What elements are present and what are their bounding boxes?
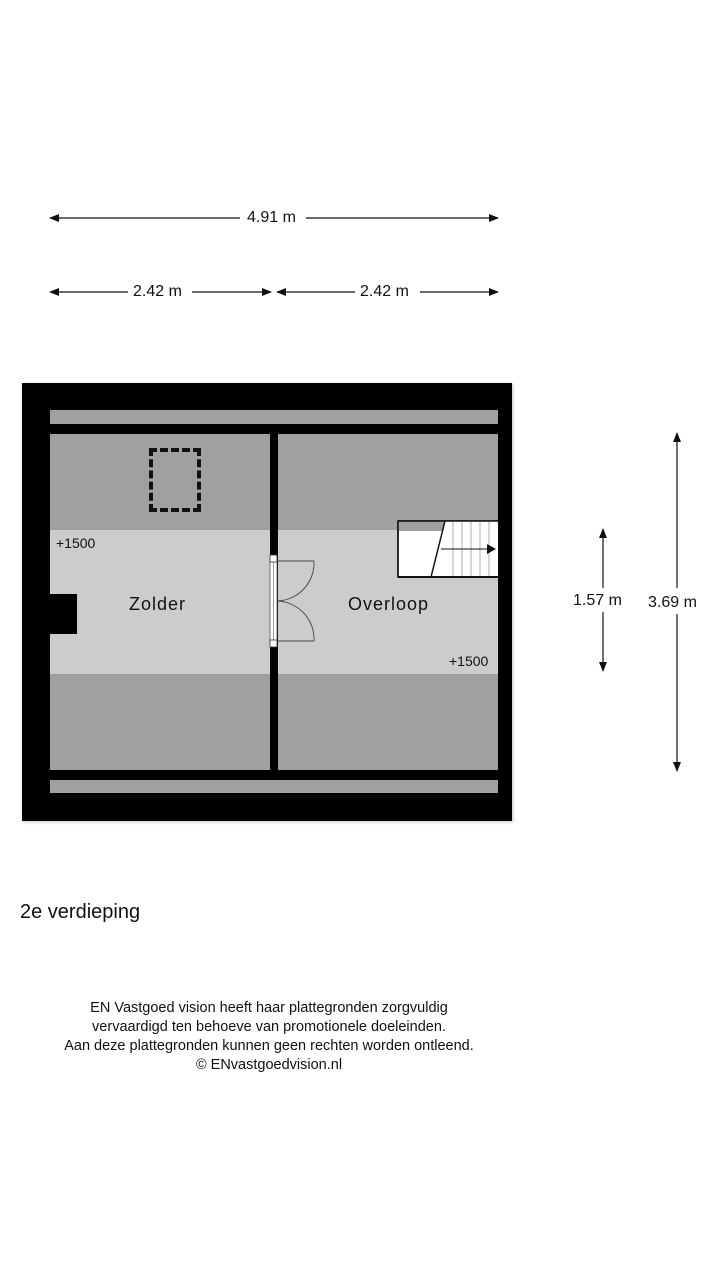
disclaimer: EN Vastgoed vision heeft haar plattegron…	[0, 999, 538, 1075]
dimension-right-width: 2.42 m	[356, 283, 413, 301]
disclaimer-line: vervaardigd ten behoeve van promotionele…	[92, 1019, 446, 1035]
dimension-total-width: 4.91 m	[243, 209, 300, 227]
copyright-link[interactable]: © ENvastgoedvision.nl	[195, 1057, 343, 1073]
double-door-icon[interactable]	[268, 554, 320, 648]
room-zolder-label: Zolder	[129, 594, 187, 614]
full-height-zone	[50, 530, 270, 674]
skylight-icon	[149, 448, 201, 512]
room-overloop-level: +1500	[449, 653, 489, 669]
disclaimer-line: Aan deze plattegronden kunnen geen recht…	[64, 1038, 474, 1054]
dimension-total-depth: 3.69 m	[648, 594, 697, 612]
dimension-room-depth: 1.57 m	[573, 592, 622, 610]
floor-title: 2e verdieping	[20, 901, 141, 923]
dimension-left-width: 2.42 m	[129, 283, 186, 301]
room-zolder-level: +1500	[56, 535, 96, 551]
staircase-icon[interactable]	[397, 520, 499, 578]
room-overloop	[278, 434, 499, 770]
floor-plan: +1500 Zolder Overloop +1500	[22, 383, 512, 821]
eave-strip-bottom	[50, 780, 498, 793]
room-overloop-label: Overloop	[348, 594, 430, 614]
chimney-block	[48, 594, 77, 634]
eave-strip-top	[50, 410, 498, 424]
disclaimer-line: EN Vastgoed vision heeft haar plattegron…	[90, 1000, 448, 1016]
room-zolder	[48, 434, 270, 770]
